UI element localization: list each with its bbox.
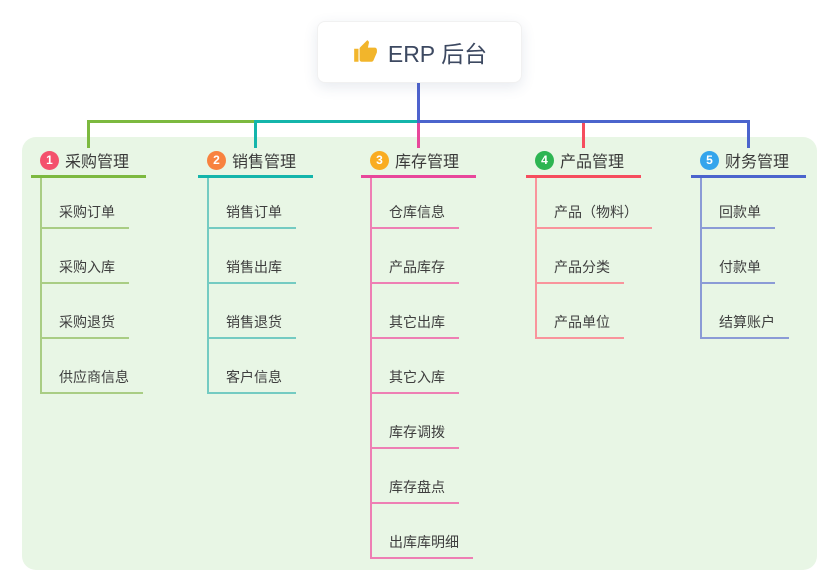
branch-children: 回款单付款单结算账户 <box>700 178 839 339</box>
child-node[interactable]: 库存调拨 <box>372 424 459 449</box>
child-row: 仓库信息 <box>372 178 521 229</box>
child-node[interactable]: 采购退货 <box>42 314 129 339</box>
branch-children: 产品（物料） 产品分类产品单位 <box>535 178 686 339</box>
child-row: 销售订单 <box>209 178 358 229</box>
child-row: 销售退货 <box>209 284 358 339</box>
child-node[interactable]: 回款单 <box>702 204 775 229</box>
branch-title[interactable]: 1 采购管理 <box>31 150 146 178</box>
connector-line <box>747 120 750 148</box>
branch-number-badge: 4 <box>535 150 554 170</box>
child-row: 产品库存 <box>372 229 521 284</box>
branch-title-label: 财务管理 <box>725 154 790 171</box>
child-node[interactable]: 其它入库 <box>372 369 459 394</box>
child-row: 回款单 <box>702 178 839 229</box>
child-node[interactable]: 产品单位 <box>537 314 624 339</box>
branch-title-label: 库存管理 <box>395 154 460 171</box>
child-row: 出库库明细 <box>372 504 521 559</box>
branch-children: 仓库信息产品库存其它出库其它入库库存调拨库存盘点出库库明细 <box>370 178 521 559</box>
child-node[interactable]: 销售退货 <box>209 314 296 339</box>
branch-5: 5 财务管理回款单付款单结算账户 <box>691 150 839 339</box>
branch-number-badge: 1 <box>40 150 59 170</box>
connector-line <box>417 123 420 148</box>
connector-line <box>254 120 417 123</box>
child-node[interactable]: 出库库明细 <box>372 534 473 559</box>
child-node[interactable]: 库存盘点 <box>372 479 459 504</box>
branch-4: 4 产品管理产品（物料） 产品分类产品单位 <box>526 150 686 339</box>
branch-title-label: 采购管理 <box>65 154 130 171</box>
child-node[interactable]: 销售出库 <box>209 259 296 284</box>
child-row: 付款单 <box>702 229 839 284</box>
child-row: 库存盘点 <box>372 449 521 504</box>
connector-line <box>87 120 254 123</box>
branch-children: 销售订单销售出库销售退货客户信息 <box>207 178 358 394</box>
child-node[interactable]: 客户信息 <box>209 369 296 394</box>
connector-line <box>417 83 420 123</box>
branch-title-label: 销售管理 <box>232 154 297 171</box>
child-node[interactable]: 采购入库 <box>42 259 129 284</box>
child-row: 采购入库 <box>42 229 191 284</box>
root-node-label: ERP 后台 <box>387 41 488 67</box>
child-row: 产品分类 <box>537 229 686 284</box>
child-node[interactable]: 付款单 <box>702 259 775 284</box>
branch-title[interactable]: 3 库存管理 <box>361 150 476 178</box>
child-row: 采购订单 <box>42 178 191 229</box>
child-node[interactable]: 供应商信息 <box>42 369 143 394</box>
branch-number-badge: 5 <box>700 150 719 170</box>
branch-title[interactable]: 2 销售管理 <box>198 150 313 178</box>
branch-children: 采购订单采购入库采购退货供应商信息 <box>40 178 191 394</box>
child-row: 其它入库 <box>372 339 521 394</box>
child-row: 采购退货 <box>42 284 191 339</box>
branch-2: 2 销售管理销售订单销售出库销售退货客户信息 <box>198 150 358 394</box>
child-row: 库存调拨 <box>372 394 521 449</box>
child-row: 产品单位 <box>537 284 686 339</box>
child-row: 结算账户 <box>702 284 839 339</box>
branch-3: 3 库存管理仓库信息产品库存其它出库其它入库库存调拨库存盘点出库库明细 <box>361 150 521 559</box>
child-row: 产品（物料） <box>537 178 686 229</box>
branch-number-badge: 2 <box>207 150 226 170</box>
child-row: 客户信息 <box>209 339 358 394</box>
child-row: 供应商信息 <box>42 339 191 394</box>
branch-title-label: 产品管理 <box>560 154 625 171</box>
child-node[interactable]: 采购订单 <box>42 204 129 229</box>
branch-title[interactable]: 4 产品管理 <box>526 150 641 178</box>
connector-line <box>417 120 750 123</box>
child-node[interactable]: 销售订单 <box>209 204 296 229</box>
branch-number-badge: 3 <box>370 150 389 170</box>
branches-panel <box>22 137 817 570</box>
child-node[interactable]: 其它出库 <box>372 314 459 339</box>
child-node[interactable]: 产品库存 <box>372 259 459 284</box>
branch-1: 1 采购管理采购订单采购入库采购退货供应商信息 <box>31 150 191 394</box>
connector-line <box>87 120 90 148</box>
root-node[interactable]: ERP 后台 <box>317 21 522 83</box>
connector-line <box>582 123 585 148</box>
child-node[interactable]: 产品（物料） <box>537 204 652 229</box>
thumbs-up-icon <box>352 39 378 65</box>
child-node[interactable]: 产品分类 <box>537 259 624 284</box>
branch-title[interactable]: 5 财务管理 <box>691 150 806 178</box>
child-node[interactable]: 仓库信息 <box>372 204 459 229</box>
child-row: 销售出库 <box>209 229 358 284</box>
child-node[interactable]: 结算账户 <box>702 314 789 339</box>
connector-line <box>254 123 257 148</box>
child-row: 其它出库 <box>372 284 521 339</box>
